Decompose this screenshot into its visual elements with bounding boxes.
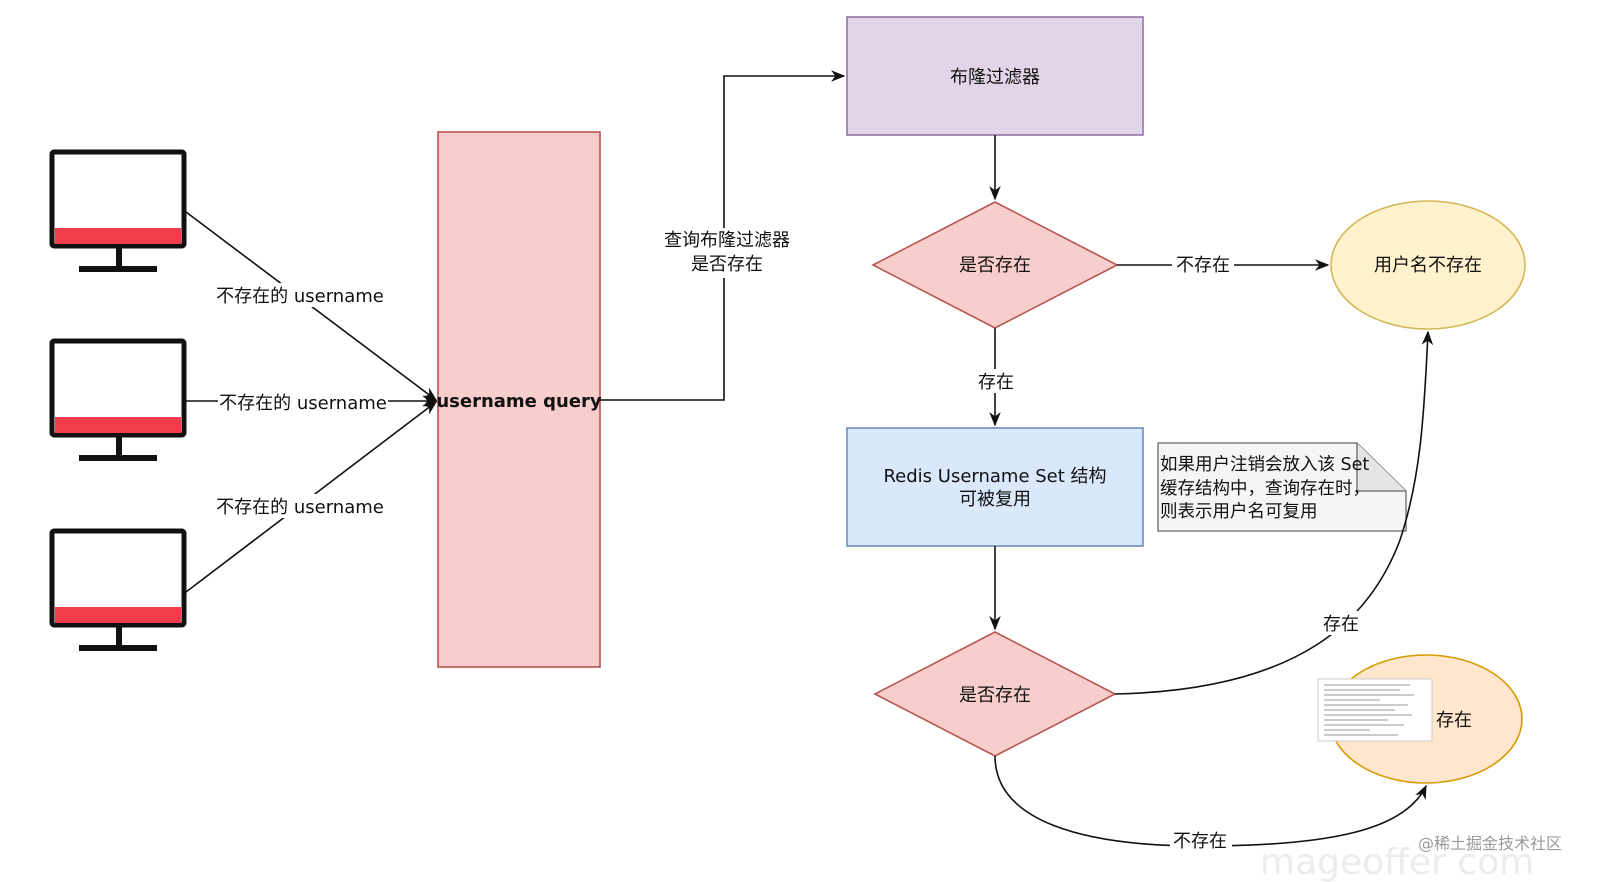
watermark-faint: mageoffer com: [1260, 842, 1534, 882]
note-line-2: 缓存结构中，查询存在时，: [1160, 479, 1370, 499]
bloom-filter-label: 布隆过滤器: [950, 67, 1040, 88]
redis-set-label-line2: 可被复用: [959, 489, 1031, 510]
edge-label-client-middle: 不存在的 username: [219, 393, 387, 414]
user-not-exist-label: 用户名不存在: [1374, 255, 1482, 276]
note-shape: [1157, 442, 1407, 532]
check-exists-1-label: 是否存在: [959, 255, 1031, 276]
edge-label-query-bloom-2: 是否存在: [691, 254, 763, 275]
edge-label-client-bottom: 不存在的 username: [216, 497, 384, 518]
note-line-1: 如果用户注销会放入该 Set: [1160, 455, 1369, 475]
edge-label-exist-2: 存在: [1323, 614, 1359, 635]
edge-label-not-exist-2: 不存在: [1173, 831, 1227, 852]
edge-label-exist-1: 存在: [978, 372, 1014, 393]
edge-label-not-exist-1: 不存在: [1176, 255, 1230, 276]
edge-label-query-bloom-1: 查询布隆过滤器: [664, 230, 790, 251]
client-monitor-middle: [49, 338, 187, 461]
watermark-text: @稀土掘金技术社区: [1418, 834, 1562, 853]
edge-check2-to-not-exist: [1114, 330, 1434, 695]
bloom-filter-node: [846, 16, 1144, 136]
note-line-3: 则表示用户名可复用: [1160, 502, 1318, 522]
client-monitor-top: [49, 149, 187, 272]
redis-set-label-line1: Redis Username Set 结构: [883, 466, 1106, 487]
client-monitor-bottom: [49, 528, 187, 651]
check-exists-2-label: 是否存在: [959, 685, 1031, 706]
exists-label: 存在: [1436, 710, 1472, 731]
user-not-exist-node: [1330, 200, 1526, 330]
username-query-label: username query: [436, 391, 602, 412]
redis-set-node: [846, 427, 1144, 547]
edge-label-client-top: 不存在的 username: [216, 286, 384, 307]
thumbnail-overlay: [1317, 678, 1433, 742]
